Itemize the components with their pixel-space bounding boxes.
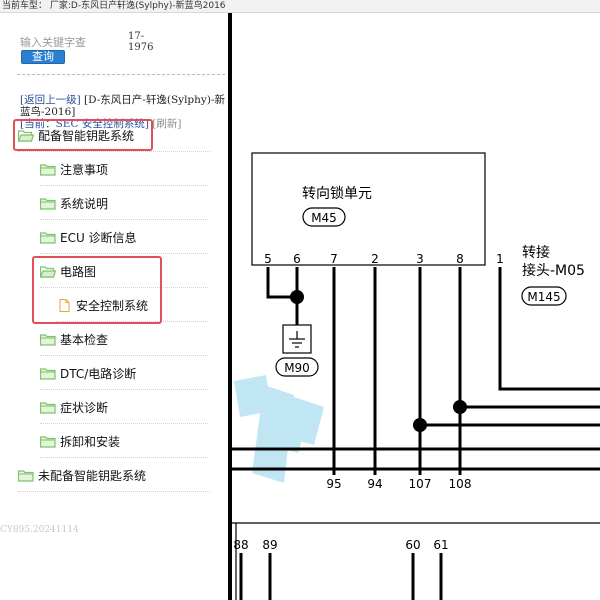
sidebar: 17- 1976 查询 [返回上一级] [D-东风日产-轩逸(Sylphy)-新… [0, 13, 228, 600]
junction-title: 转接 [522, 244, 550, 261]
pin-label: 108 [449, 477, 472, 491]
search-input[interactable] [20, 35, 120, 49]
breadcrumb: [返回上一级] [D-东风日产-轩逸(Sylphy)-新蓝鸟-2016] [当前… [20, 94, 225, 130]
wires [232, 267, 600, 475]
tree-item-system-description[interactable]: 系统说明 [40, 188, 208, 220]
pin-label: 6 [293, 252, 301, 266]
folder-icon [40, 436, 56, 448]
tree-item-removal-installation[interactable]: 拆卸和安装 [40, 426, 208, 458]
unit-name: 转向锁单元 [302, 186, 372, 202]
tree-item-ecu-diagnosis[interactable]: ECU 诊断信息 [40, 222, 208, 254]
pin-label: 107 [409, 477, 432, 491]
search-button[interactable]: 查询 [21, 50, 65, 64]
unit-box [251, 152, 486, 266]
tree-item-label: 安全控制系统 [76, 299, 149, 313]
tree-item-dtc-diagnosis[interactable]: DTC/电路诊断 [40, 358, 208, 390]
tree-item-wiring-diagram[interactable]: 电路图 [40, 256, 208, 288]
splice-dot [290, 290, 304, 304]
tree-item-label: 系统说明 [60, 197, 109, 211]
connector-badge [275, 357, 319, 377]
tree-item-label: 基本检查 [60, 333, 109, 347]
panel-divider[interactable] [228, 13, 232, 600]
folder-icon [40, 402, 56, 414]
watermark: CY895.20241114 [0, 525, 79, 535]
wires [239, 553, 443, 600]
folder-icon [18, 470, 34, 482]
refresh-link[interactable]: [刷新] [152, 118, 182, 130]
document-icon [59, 299, 70, 312]
tree-item-label: 拆卸和安装 [60, 435, 121, 449]
tree-item-label: 配备智能钥匙系统 [38, 129, 135, 143]
tree-item-label: 电路图 [60, 265, 97, 279]
folder-open-icon [40, 266, 56, 278]
folder-icon [40, 334, 56, 346]
pin-label: 7 [330, 252, 338, 266]
folder-icon [40, 198, 56, 210]
tree-item-security-control[interactable]: 安全控制系统 [56, 290, 208, 322]
pin-label: 1 [496, 252, 504, 266]
pin-label: 61 [433, 538, 448, 552]
connector-badge [521, 286, 567, 306]
ground-label: M90 [284, 361, 310, 375]
pin-label: 95 [326, 477, 341, 491]
divider [17, 74, 225, 75]
wiring-diagram-canvas: 转向锁单元 M45 5 6 7 2 3 8 1 转接 接头-M05 M145 [232, 152, 600, 600]
pin-label: 8 [456, 252, 464, 266]
ground-icon [282, 324, 312, 354]
pin-label: 89 [262, 538, 277, 552]
tree-item-label: 未配备智能钥匙系统 [38, 469, 147, 483]
junction-title: 接头-M05 [522, 262, 585, 279]
connector-label: M45 [311, 211, 337, 225]
current-prefix: [当前： [20, 118, 56, 130]
folder-open-icon [18, 130, 34, 142]
connector-label: M145 [527, 290, 560, 304]
splice-dot [413, 418, 427, 432]
current-section: SEC 安全控制系统] [55, 118, 149, 130]
tree-item-smart-key[interactable]: 配备智能钥匙系统 [18, 120, 210, 152]
pin-label: 3 [416, 252, 424, 266]
tree-item-symptom-diagnosis[interactable]: 症状诊断 [40, 392, 208, 424]
pin-label: 60 [405, 538, 420, 552]
back-link[interactable]: [返回上一级] [20, 94, 81, 106]
tree-item-no-smart-key[interactable]: 未配备智能钥匙系统 [18, 460, 210, 492]
tree-item-label: ECU 诊断信息 [60, 231, 137, 245]
breadcrumb-path: [D-东风日产-轩逸(Sylphy)-新蓝鸟-2016] [20, 94, 225, 118]
tree-item-label: 症状诊断 [60, 401, 109, 415]
tree-item-label: 注意事项 [60, 163, 109, 177]
connector-badge [302, 207, 346, 227]
wiring-diagram: 转向锁单元 M45 5 6 7 2 3 8 1 转接 接头-M05 M145 [232, 13, 600, 600]
tree-item-label: DTC/电路诊断 [60, 367, 137, 381]
folder-icon [40, 232, 56, 244]
pin-label: 5 [264, 252, 272, 266]
title-bar: 当前车型： 厂家:D-东风日产轩逸(Sylphy)-新蓝鸟2016 [0, 0, 600, 13]
pin-label: 2 [371, 252, 379, 266]
pin-label: 88 [233, 538, 248, 552]
watermark-graphic [234, 375, 324, 483]
folder-icon [40, 368, 56, 380]
folder-icon [40, 164, 56, 176]
splice-dot [453, 400, 467, 414]
pin-label: 94 [367, 477, 382, 491]
version-range: 17- 1976 [128, 31, 154, 53]
tree-item-precautions[interactable]: 注意事项 [40, 154, 208, 186]
tree-item-basic-inspection[interactable]: 基本检查 [40, 324, 208, 356]
